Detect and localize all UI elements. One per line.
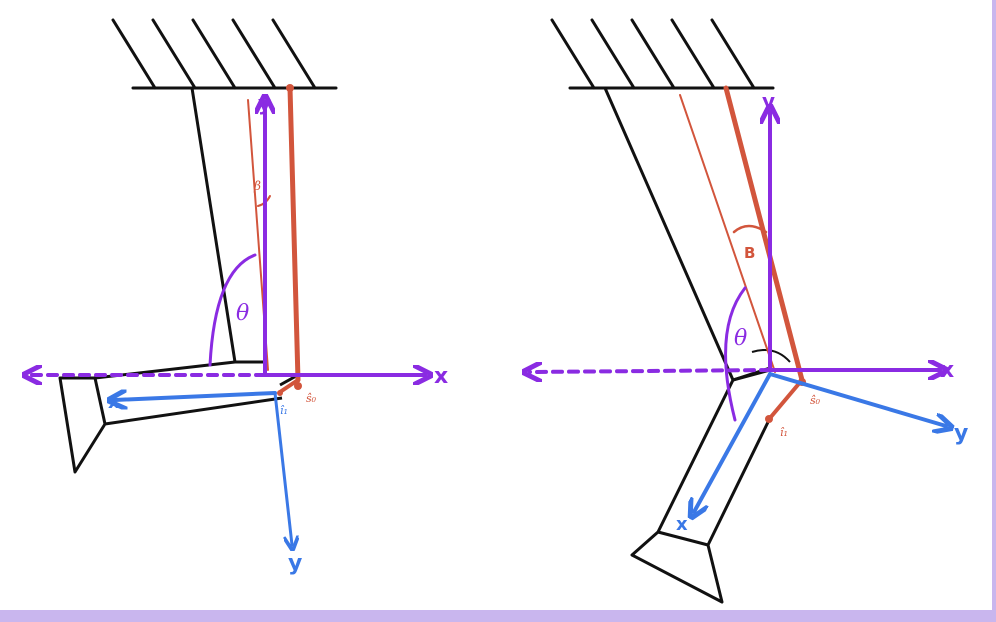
left-hip-joint	[286, 84, 294, 92]
right-world-axes	[530, 112, 940, 422]
right-x-axis-label: x	[940, 358, 954, 383]
left-beta-label: β	[253, 179, 261, 193]
right-theta-label: θ	[734, 326, 747, 351]
left-world-axes	[30, 102, 425, 375]
frame-edge-bottom	[0, 610, 996, 622]
left-theta-label: θ	[236, 301, 249, 326]
left-red-lines	[247, 85, 301, 394]
right-link-x-label: x	[676, 514, 688, 535]
left-lower-link	[58, 360, 283, 474]
right-lower-link	[630, 368, 772, 604]
right-diagram: y x B θ ŝ₀ î₁ x y	[530, 18, 968, 604]
left-ankle-joint	[277, 390, 283, 396]
left-i1-label: î₁	[280, 404, 288, 417]
left-knee-joint	[294, 382, 302, 390]
right-beta-label: B	[744, 244, 755, 262]
left-s0-label: ŝ₀	[306, 392, 317, 405]
right-i1-label: î₁	[780, 426, 788, 439]
frame-edge-right	[992, 0, 996, 622]
right-ground-hatch	[550, 18, 775, 90]
left-link-x-label: x	[108, 392, 120, 413]
right-ankle-joint	[765, 415, 773, 423]
right-link-axes	[694, 372, 946, 512]
left-y-axis-label: y	[258, 91, 271, 115]
left-link-axes	[115, 393, 292, 545]
left-diagram: y x β θ ŝ₀ î₁ x y	[30, 18, 448, 576]
left-upper-link	[190, 87, 300, 387]
right-s0-label: ŝ₀	[810, 394, 821, 407]
left-x-axis-label: x	[434, 364, 448, 389]
right-y-axis-label: y	[762, 89, 775, 113]
left-link-y-label: y	[288, 551, 302, 576]
right-red-lines	[679, 85, 805, 420]
right-link-y-label: y	[954, 421, 968, 446]
left-ground-hatch	[111, 18, 338, 90]
